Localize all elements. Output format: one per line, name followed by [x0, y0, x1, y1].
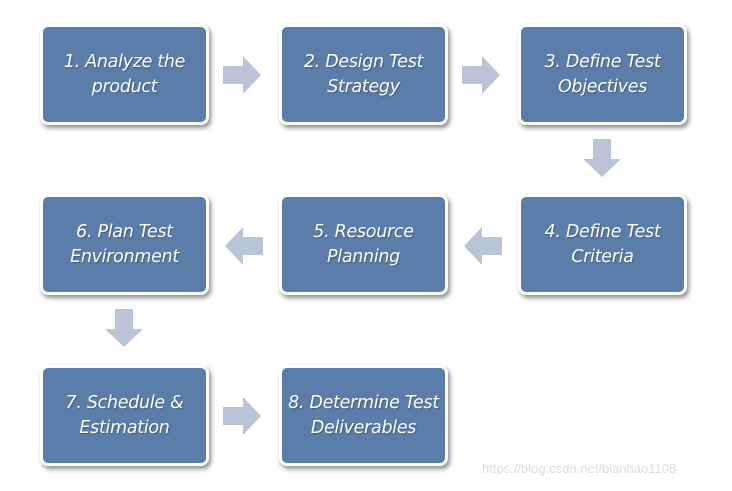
arrow-down-icon — [583, 139, 621, 177]
arrow-right-icon — [462, 56, 500, 94]
step-define-test-objectives: 3. Define Test Objectives — [518, 24, 687, 125]
step-design-test-strategy: 2. Design Test Strategy — [279, 24, 448, 125]
step-label: 6. Plan Test Environment — [70, 221, 179, 267]
step-label: 7. Schedule & Estimation — [65, 392, 184, 438]
step-plan-test-environment: 6. Plan Test Environment — [40, 194, 209, 295]
step-define-test-criteria: 4. Define Test Criteria — [518, 194, 687, 295]
arrow-down-icon — [105, 309, 143, 347]
step-label: 3. Define Test Objectives — [544, 51, 661, 97]
arrow-right-icon — [223, 397, 261, 435]
step-analyze-product: 1. Analyze the product — [40, 24, 209, 125]
step-schedule-estimation: 7. Schedule & Estimation — [40, 365, 209, 466]
arrow-right-icon — [223, 56, 261, 94]
step-label: 4. Define Test Criteria — [544, 221, 661, 267]
step-label: 2. Design Test Strategy — [303, 51, 424, 97]
step-label: 5. Resource Planning — [313, 221, 414, 267]
step-label: 8. Determine Test Deliverables — [288, 392, 439, 438]
arrow-left-icon — [464, 227, 502, 265]
step-label: 1. Analyze the product — [63, 51, 186, 97]
step-resource-planning: 5. Resource Planning — [279, 194, 448, 295]
arrow-left-icon — [225, 227, 263, 265]
step-determine-test-deliverables: 8. Determine Test Deliverables — [279, 365, 448, 466]
watermark: https://blog.csdn.net/bianhao1108 — [482, 461, 677, 476]
